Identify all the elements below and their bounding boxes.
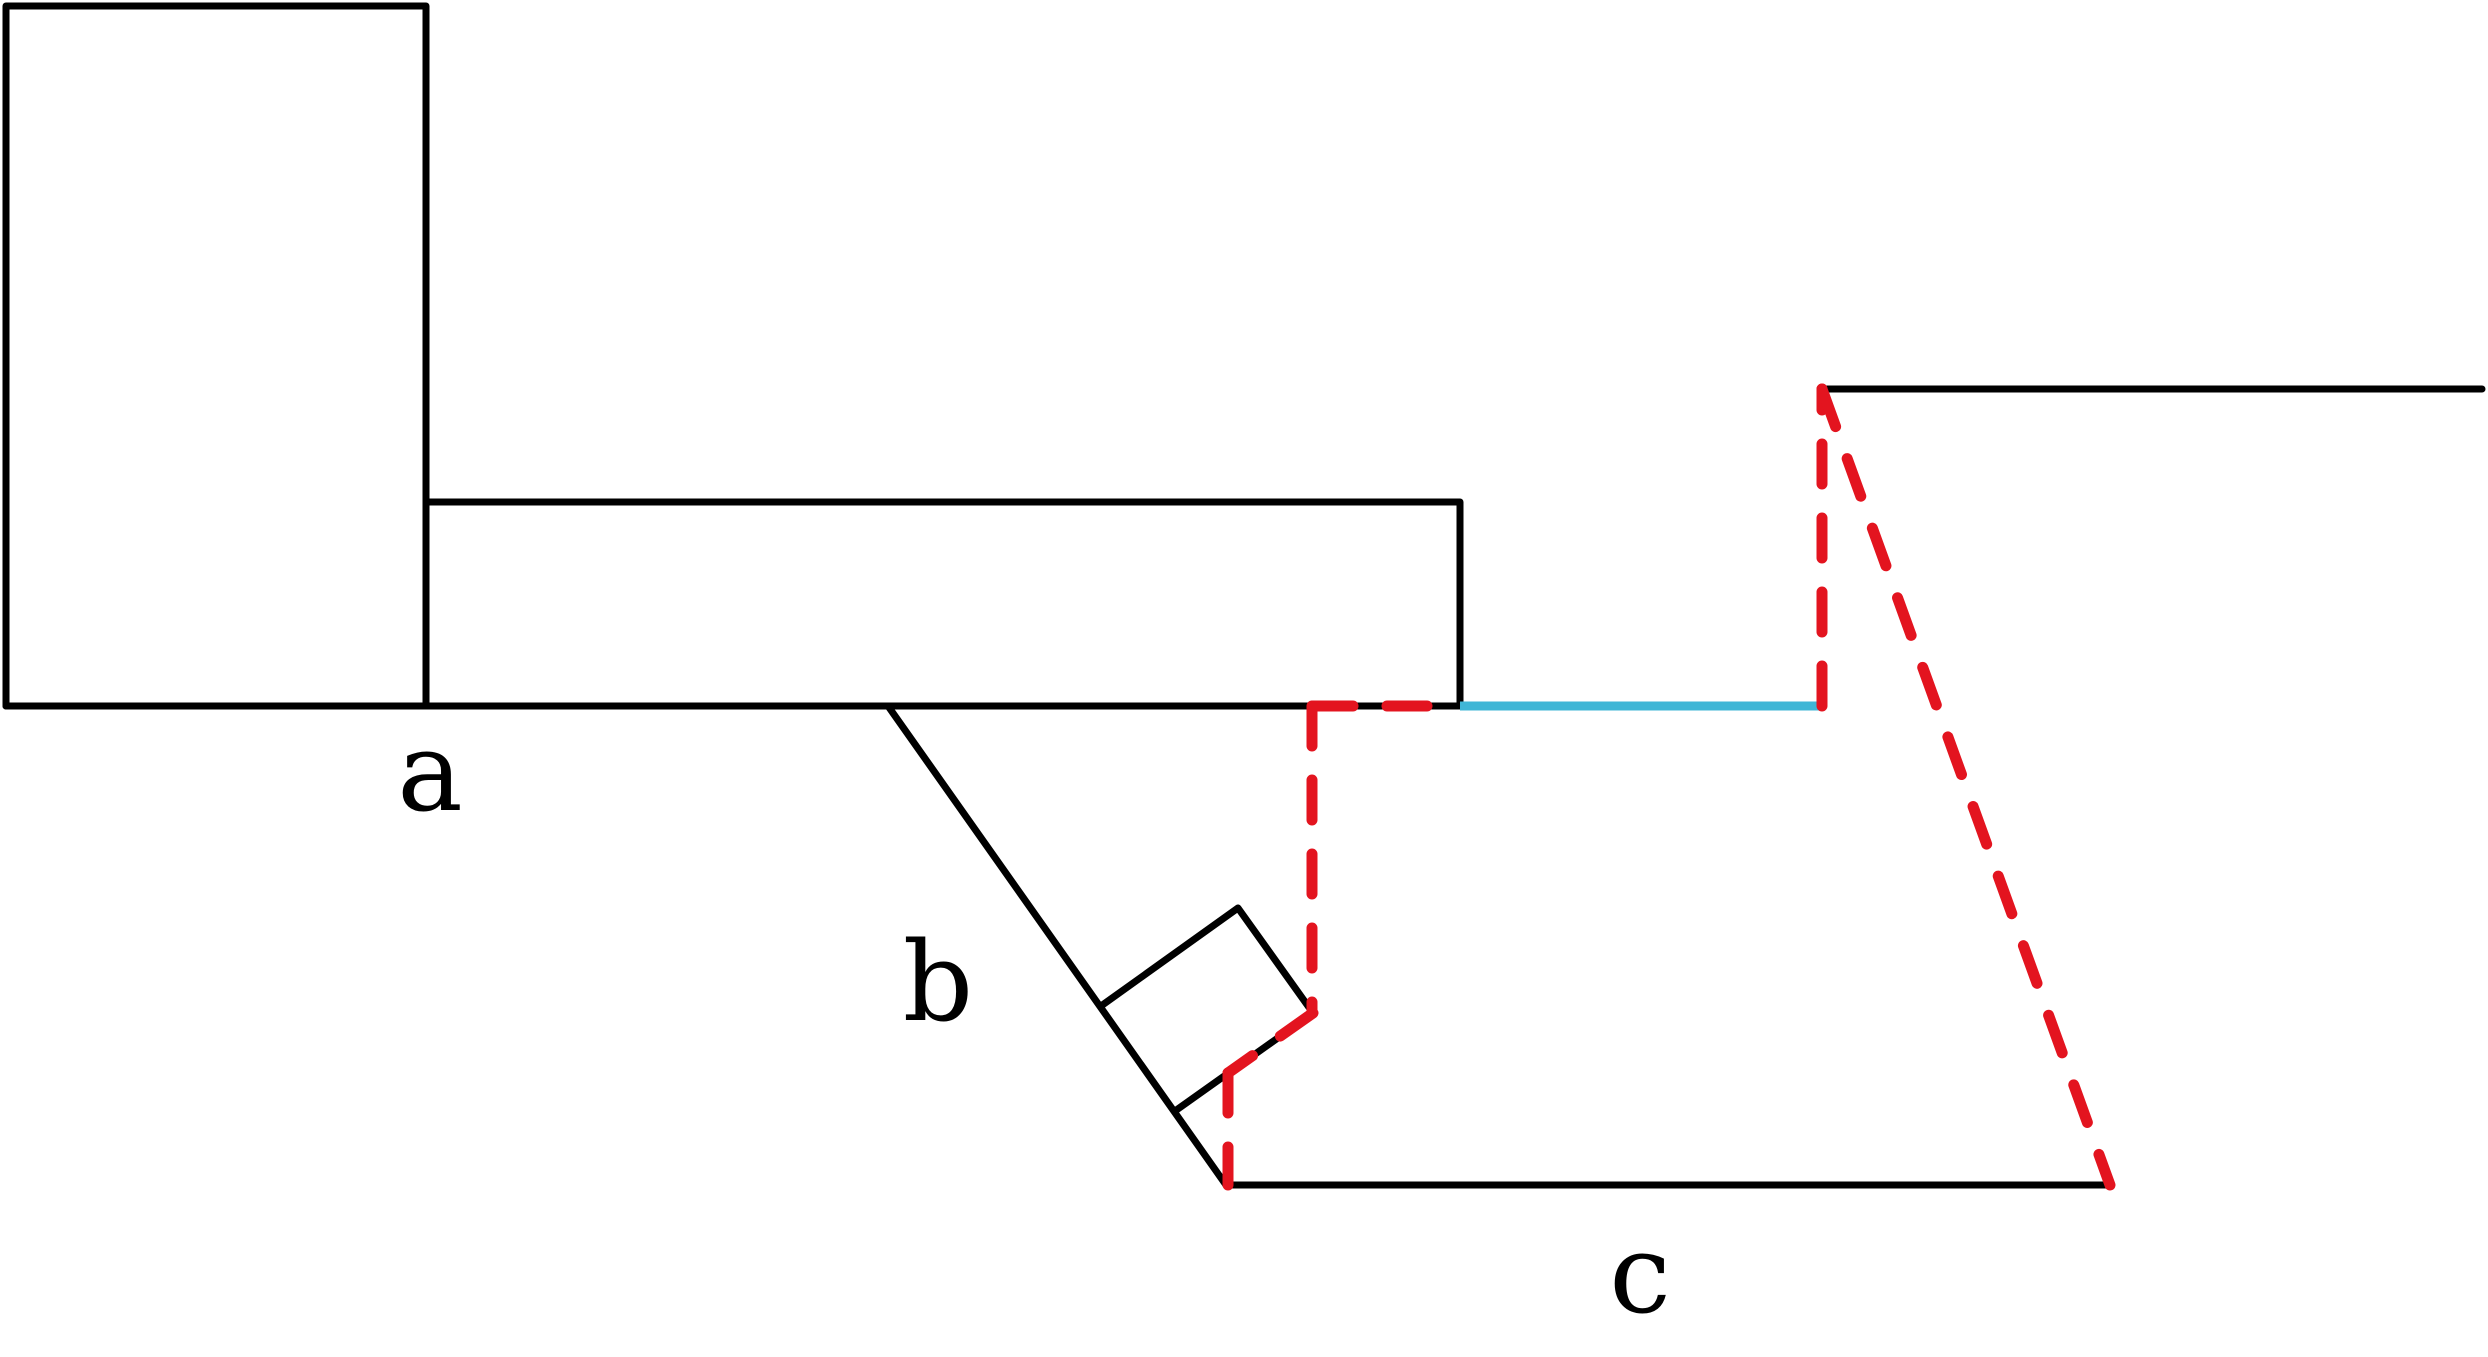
left-block bbox=[2, 2, 430, 710]
label-c: c bbox=[1609, 1210, 1671, 1338]
projection-slant-right bbox=[1816, 383, 2116, 1191]
label-b: b bbox=[903, 918, 973, 1046]
edge-b bbox=[884, 702, 1230, 1189]
right-angle-square bbox=[1097, 904, 1317, 1115]
label-a: a bbox=[397, 708, 463, 836]
slab-outline bbox=[422, 498, 1464, 710]
projection-square-edge bbox=[1222, 1007, 1319, 1079]
